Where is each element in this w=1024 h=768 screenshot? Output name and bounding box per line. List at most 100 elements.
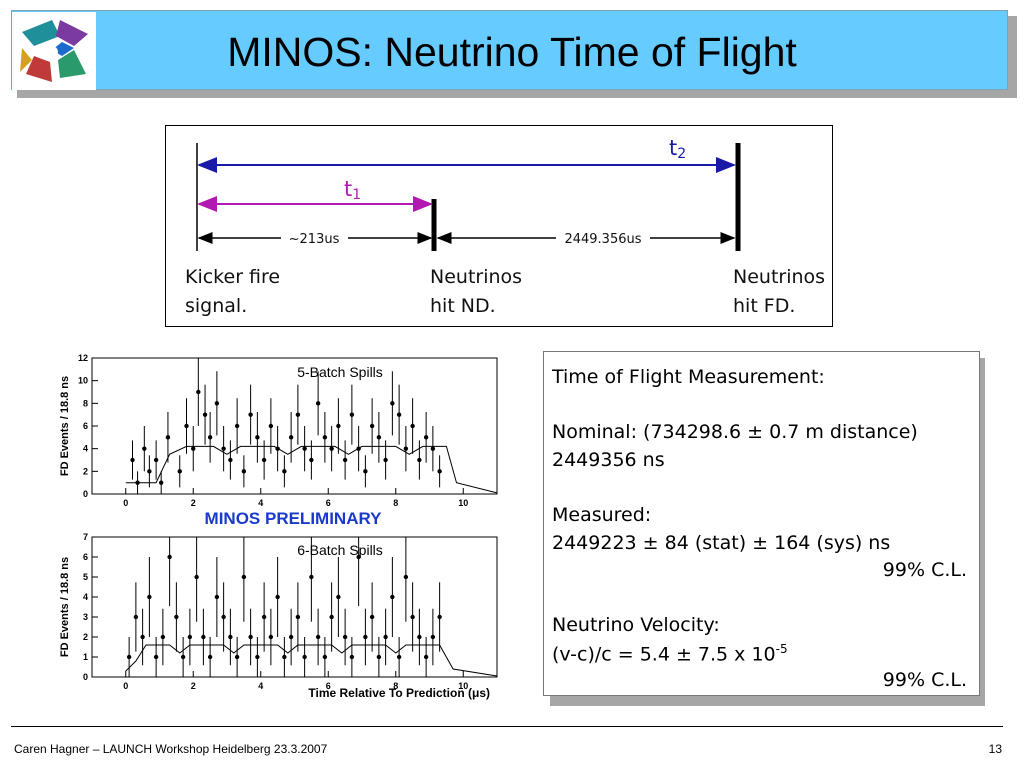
bottom-panel-frame [91,536,498,678]
tof-measurement-box: Time of Flight Measurement: Nominal: (73… [543,351,980,696]
data-point [430,446,436,451]
data-point [153,457,159,463]
y-tick-label: 12 [78,353,88,363]
data-point [147,594,152,600]
data-point [437,469,442,474]
data-point [234,423,240,429]
t1-label: t1 [344,177,361,203]
data-point [396,654,402,660]
nd-label: Neutrinos hit ND. [430,266,523,317]
data-point [165,435,171,440]
x-tick-label: 2 [191,498,196,508]
data-point [221,614,226,620]
data-point [255,654,260,660]
confidence-level-2: 99% C.L. [882,669,967,691]
bottom-xlabel: Time Relative To Prediction (μs) [308,686,490,700]
data-point [423,435,429,440]
y-tick-label: 2 [83,632,88,642]
y-tick-label: 1 [83,652,88,662]
tof-heading: Time of Flight Measurement: [552,366,825,388]
x-tick-label: 10 [458,498,468,508]
y-tick-label: 3 [83,612,88,622]
model-curve [125,644,498,677]
data-point [202,412,208,417]
data-point [349,654,355,660]
y-tick-label: 6 [83,552,88,562]
y-tick-label: 5 [83,572,88,582]
data-point [322,654,328,660]
data-point [261,457,267,463]
measured-value: 2449223 ± 84 (stat) ± 164 (sys) ns [552,532,891,554]
top-panel-frame [91,357,498,495]
data-point [248,634,253,640]
data-point [180,654,186,660]
data-point [390,401,395,406]
nominal-line2: 2449356 ns [552,449,665,471]
y-tick-label: 4 [83,444,88,454]
nominal-line1: Nominal: (734298.6 ± 0.7 m distance) [552,421,918,443]
data-point [160,634,166,640]
data-point [376,435,382,440]
data-point [403,446,409,451]
data-point [167,554,172,560]
data-point [396,412,402,417]
data-point [255,435,260,440]
data-point [214,401,220,406]
data-point [282,654,287,660]
data-point [191,446,196,451]
y-tick-label: 0 [83,489,88,499]
y-tick-label: 8 [83,398,88,408]
data-point [390,594,395,600]
data-point [403,574,409,580]
data-point [207,654,213,660]
data-point [309,574,314,580]
slide-title: MINOS: Neutrino Time of Flight [227,29,797,75]
data-point [430,634,436,640]
velocity-label: Neutrino Velocity: [552,614,720,636]
top-panel-title: 5-Batch Spills [297,364,383,380]
data-point [288,634,294,640]
title-bar: MINOS: Neutrino Time of Flight [11,10,1008,90]
data-point [356,446,361,451]
data-point [248,412,253,417]
data-point [268,634,274,640]
interval2-label: 2449.356us [564,232,641,247]
data-point [295,614,301,620]
y-tick-label: 4 [83,592,88,602]
data-point [126,654,132,660]
data-point [369,614,375,620]
y-tick-label: 6 [83,421,88,431]
data-point [356,554,361,560]
data-point [336,423,341,429]
x-tick-label: 2 [191,681,196,691]
y-tick-label: 10 [78,376,88,386]
y-tick-label: 2 [83,466,88,476]
data-point [383,634,388,640]
timing-diagram: t2 t1 ~213us 2449.356us Kicker fire sign… [165,125,833,327]
data-point [315,401,321,406]
data-point [295,412,301,417]
data-point [184,423,189,429]
data-point [140,634,145,640]
x-tick-label: 0 [123,681,128,691]
data-point [349,412,355,417]
data-point [288,435,294,440]
data-point [363,469,368,474]
data-point [275,594,280,600]
data-point [417,634,422,640]
data-point [221,446,226,451]
data-point [417,457,422,463]
velocity-value: (v-c)/c = 5.4 ± 7.5 x 10-5 [552,642,788,666]
data-point [315,634,321,640]
data-point [376,654,382,660]
data-point [369,423,375,429]
x-tick-label: 8 [393,498,398,508]
data-point [268,423,274,429]
data-point [342,457,348,463]
timing-svg: t2 t1 ~213us 2449.356us [196,136,741,251]
fd-label: Neutrinos hit FD. [733,266,826,317]
data-point [322,435,328,440]
data-point [201,634,206,640]
